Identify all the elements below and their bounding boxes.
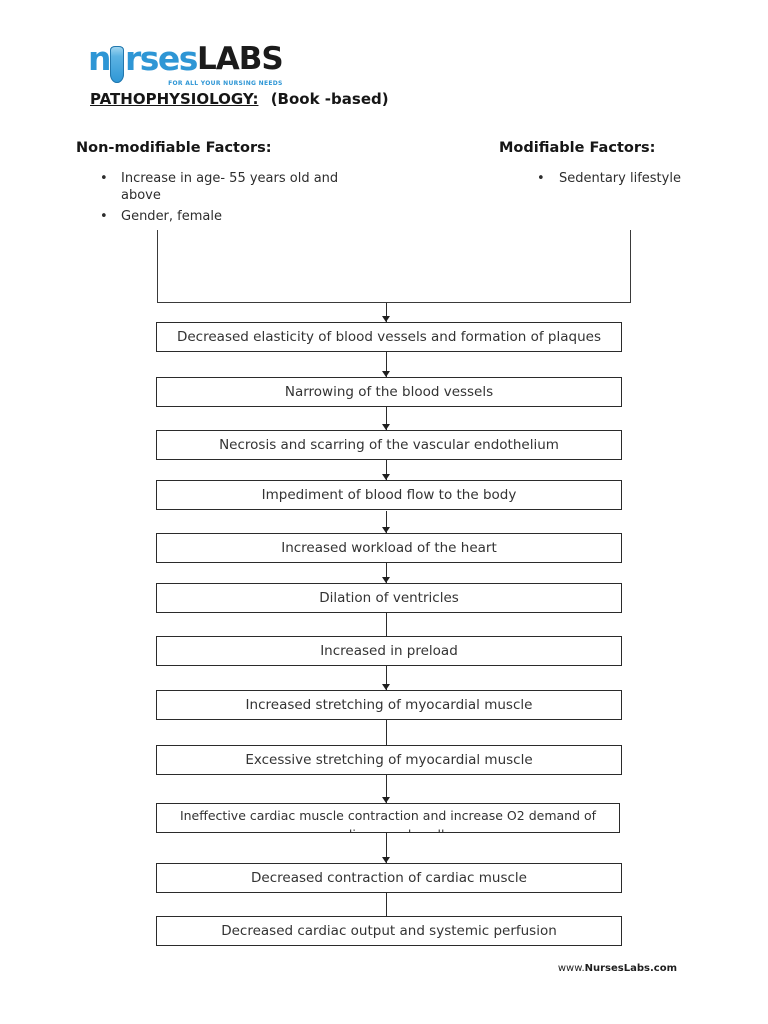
flow-box-3: Necrosis and scarring of the vascular en… <box>156 430 622 460</box>
flow-box-11: Decreased contraction of cardiac muscle <box>156 863 622 893</box>
flow-box-7: Increased in preload <box>156 636 622 666</box>
page-title: PATHOPHYSIOLOGY: (Book -based) <box>90 90 389 108</box>
non-modifiable-factors-section: Non-modifiable Factors: Increase in age-… <box>76 140 396 231</box>
flow-box-text: Decreased elasticity of blood vessels an… <box>176 329 601 345</box>
down-arrow <box>382 511 391 533</box>
footer-url: www.NursesLabs.com <box>558 963 677 974</box>
bracket-right-line <box>630 230 631 302</box>
modifiable-factors-list: Sedentary lifestyle <box>499 170 739 187</box>
flow-box-4: Impediment of blood flow to the body <box>156 480 622 510</box>
flow-box-text: Increased in preload <box>320 643 458 659</box>
flow-box-text: Dilation of ventricles <box>319 590 459 606</box>
modifiable-factors-heading: Modifiable Factors: <box>499 140 656 156</box>
list-item: Sedentary lifestyle <box>499 170 739 187</box>
down-arrow <box>382 833 391 863</box>
flow-box-text: Excessive stretching of myocardial muscl… <box>245 752 533 768</box>
down-arrow <box>382 563 391 583</box>
down-arrow <box>382 303 391 322</box>
flow-box-2: Narrowing of the blood vessels <box>156 377 622 407</box>
footer-url-prefix: www. <box>557 963 585 974</box>
logo-text-blue-middle: rses <box>125 39 198 78</box>
connector-line <box>386 720 387 745</box>
bracket-horizontal-line <box>157 302 631 303</box>
test-tube-icon <box>110 46 124 83</box>
flow-box-text: Impediment of blood flow to the body <box>261 487 517 503</box>
modifiable-factors-section: Modifiable Factors: Sedentary lifestyle <box>499 140 739 231</box>
flow-box-12: Decreased cardiac output and systemic pe… <box>156 916 622 946</box>
footer-url-brand: NursesLabs.com <box>584 963 677 974</box>
down-arrow <box>382 352 391 377</box>
flow-box-8: Increased stretching of myocardial muscl… <box>156 690 622 720</box>
non-modifiable-factors-list: Increase in age- 55 years old and above … <box>76 170 396 225</box>
logo-text-dark: LABS <box>196 41 284 77</box>
page-title-sub: (Book -based) <box>270 90 389 108</box>
flow-box-text: Ineffective cardiac muscle contraction a… <box>179 808 597 823</box>
list-item: Increase in age- 55 years old and above <box>76 170 371 204</box>
non-modifiable-factors-heading: Non-modifiable Factors: <box>76 140 272 156</box>
flow-box-text: Increased workload of the heart <box>281 540 497 556</box>
flow-box-6: Dilation of ventricles <box>156 583 622 613</box>
flow-box-text: Decreased contraction of cardiac muscle <box>251 870 527 886</box>
flow-box-text: Necrosis and scarring of the vascular en… <box>219 437 559 453</box>
flow-box-text: Decreased cardiac output and systemic pe… <box>221 923 557 939</box>
down-arrow <box>382 775 391 803</box>
bracket-left-line <box>157 230 158 302</box>
down-arrow <box>382 460 391 480</box>
flow-box-text: Increased stretching of myocardial muscl… <box>245 697 533 713</box>
nurseslabs-logo: n rses LABS FOR ALL YOUR NURSING NEEDS <box>88 39 284 92</box>
flow-box-5: Increased workload of the heart <box>156 533 622 563</box>
logo-text-blue-prefix: n <box>88 39 112 78</box>
flow-box-9: Excessive stretching of myocardial muscl… <box>156 745 622 775</box>
list-item: Gender, female <box>76 208 371 225</box>
connector-line <box>386 893 387 916</box>
logo-tagline: FOR ALL YOUR NURSING NEEDS <box>168 80 283 87</box>
connector-line <box>386 613 387 636</box>
down-arrow <box>382 666 391 690</box>
down-arrow <box>382 407 391 430</box>
flow-box-10: Ineffective cardiac muscle contraction a… <box>156 803 620 833</box>
flow-box-text-clipped: cardiac muscle cells <box>157 825 619 832</box>
flow-box-text: Narrowing of the blood vessels <box>284 384 494 400</box>
page-title-main: PATHOPHYSIOLOGY: <box>90 90 259 108</box>
flow-box-1: Decreased elasticity of blood vessels an… <box>156 322 622 352</box>
